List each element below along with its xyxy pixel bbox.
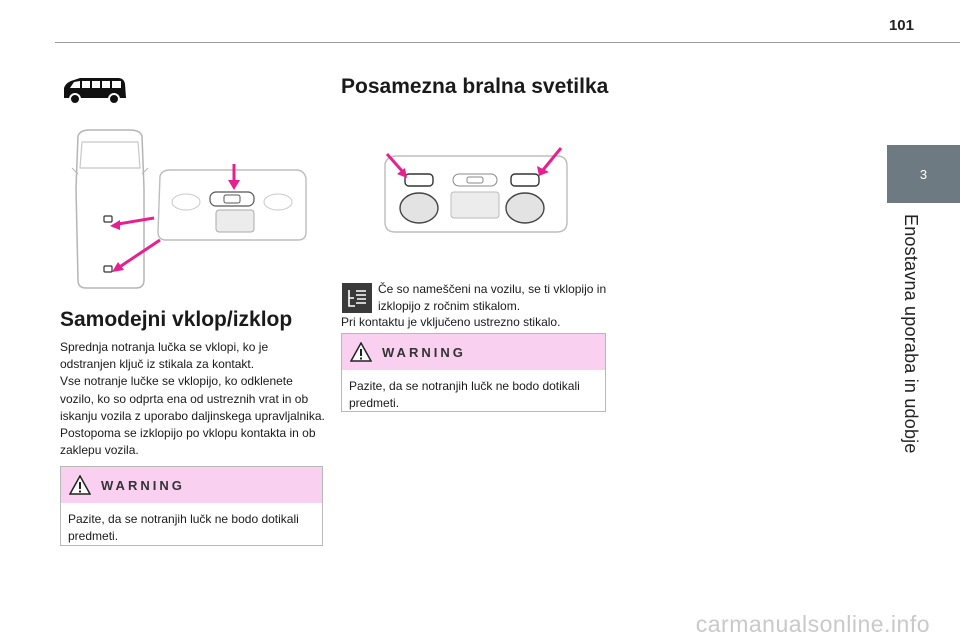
interior-light-diagram [71, 129, 307, 289]
paragraph: Vse notranje lučke se vklopijo, ko odkle… [60, 374, 325, 423]
auto-lighting-text: Sprednja notranja lučka se vklopi, ko je… [60, 339, 325, 459]
note-text: Če so nameščeni na vozilu, se ti vklopij… [378, 282, 607, 313]
chapter-tab[interactable]: 3 [887, 145, 960, 203]
chapter-title: Enostavna uporaba in udobje [901, 214, 921, 454]
warning-text: Pazite, da se notranjih lučk ne bodo dot… [68, 512, 299, 543]
chapter-number: 3 [919, 166, 928, 182]
van-icon [64, 78, 126, 105]
warning-box-left: WARNING Pazite, da se notranjih lučk ne … [60, 466, 323, 546]
warning-label: WARNING [101, 477, 185, 493]
paragraph: Postopoma se izklopijo po vklopu kontakt… [60, 426, 316, 458]
paragraph: Sprednja notranja lučka se vklopi, ko je… [60, 340, 269, 372]
warning-triangle-icon [69, 475, 91, 495]
watermark: carmanualsonline.info [695, 611, 930, 637]
warning-triangle-icon [350, 342, 372, 362]
warning-box-right: WARNING Pazite, da se notranjih lučk ne … [341, 333, 606, 412]
reading-lamp-diagram [384, 147, 568, 233]
top-rule [55, 42, 960, 43]
note-icon [342, 283, 372, 313]
warning-label: WARNING [382, 344, 466, 360]
warning-header: WARNING [61, 467, 322, 503]
note-text-contact: Pri kontaktu je vključeno ustrezno stika… [341, 315, 561, 329]
warning-text: Pazite, da se notranjih lučk ne bodo dot… [349, 379, 580, 410]
section-heading-auto: Samodejni vklop/izklop [60, 308, 293, 331]
page-number: 101 [888, 17, 914, 34]
warning-header: WARNING [342, 334, 605, 370]
section-heading-reading-lamp: Posamezna bralna svetilka [341, 75, 609, 98]
